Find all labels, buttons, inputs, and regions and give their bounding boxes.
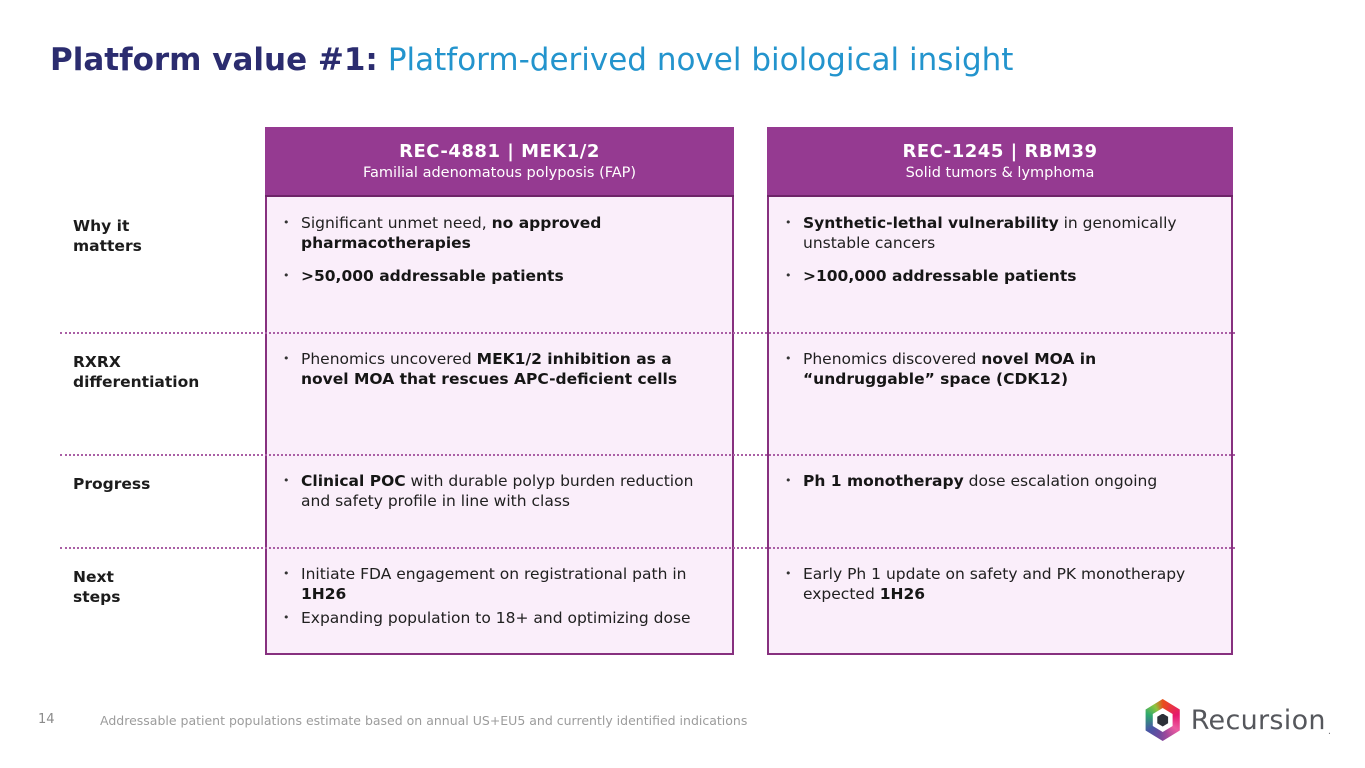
column-header-title: REC-1245 | RBM39: [902, 141, 1098, 162]
footnote: Addressable patient populations estimate…: [100, 713, 748, 728]
bullet-text: Early Ph 1 update on safety and PK monot…: [803, 565, 1186, 604]
title-emphasis: Platform value #1:: [50, 42, 378, 78]
table-cell: • Phenomics discovered novel MOA in “undr…: [769, 333, 1231, 455]
table-cell: • Early Ph 1 update on safety and PK mono…: [769, 548, 1231, 655]
bullet-text: Ph 1 monotherapy dose escalation ongoing: [803, 472, 1158, 490]
column-header-subtitle: Familial adenomatous polyposis (FAP): [362, 165, 637, 181]
bullet-item: • Phenomics uncovered MEK1/2 inhibition a…: [283, 349, 714, 390]
recursion-hexagon-icon: [1144, 699, 1182, 741]
title-rest: Platform-derived novel biological insigh…: [387, 42, 1014, 78]
bullet-icon: •: [785, 567, 792, 580]
column-body: • Significant unmet need, no approved pha…: [265, 197, 734, 655]
bullet-item: • Initiate FDA engagement on registration…: [283, 564, 714, 605]
bullet-text: Significant unmet need, no approved phar…: [301, 214, 602, 253]
row-label: Progress: [73, 475, 151, 493]
recursion-logo: Recursion .: [1144, 699, 1331, 741]
column-header-title: REC-4881 | MEK1/2: [399, 141, 600, 162]
bullet-icon: •: [785, 474, 792, 487]
column-header-subtitle: Solid tumors & lymphoma: [905, 165, 1095, 181]
row-separator: [60, 332, 1235, 334]
bullet-icon: •: [283, 216, 290, 229]
logo-trademark-dot: .: [1327, 726, 1331, 737]
program-column-rec1245: REC-1245 | RBM39 Solid tumors & lymphoma…: [767, 127, 1233, 655]
bullet-item: • Significant unmet need, no approved pha…: [283, 213, 714, 254]
row-label: RXRX differentiation: [73, 353, 200, 392]
row-label: Next steps: [73, 568, 121, 607]
bullet-text: Phenomics uncovered MEK1/2 inhibition as…: [301, 350, 678, 389]
bullet-icon: •: [283, 567, 290, 580]
column-header: REC-1245 | RBM39 Solid tumors & lymphoma: [767, 127, 1233, 197]
bullet-text: >100,000 addressable patients: [803, 266, 1077, 285]
column-body: • Synthetic-lethal vulnerability in genom…: [767, 197, 1233, 655]
page-number: 14: [38, 712, 55, 727]
bullet-text: Phenomics discovered novel MOA in “undru…: [803, 350, 1097, 389]
table-cell: • Synthetic-lethal vulnerability in genom…: [769, 197, 1231, 333]
bullet-icon: •: [785, 216, 792, 229]
bullet-icon: •: [283, 352, 290, 365]
bullet-item: • >100,000 addressable patients: [785, 266, 1213, 286]
bullet-item: • Synthetic-lethal vulnerability in genom…: [785, 213, 1213, 254]
row-separator: [60, 547, 1235, 549]
bullet-item: • Ph 1 monotherapy dose escalation ongoin…: [785, 471, 1213, 491]
column-header: REC-4881 | MEK1/2 Familial adenomatous p…: [265, 127, 734, 197]
bullet-text: Clinical POC with durable polyp burden r…: [301, 472, 694, 511]
bullet-item: • Expanding population to 18+ and optimiz…: [283, 608, 714, 628]
table-cell: • Initiate FDA engagement on registration…: [267, 548, 732, 655]
row-label: Why it matters: [73, 217, 142, 256]
bullet-text: Synthetic-lethal vulnerability in genomi…: [803, 214, 1177, 253]
bullet-item: • Clinical POC with durable polyp burden …: [283, 471, 714, 512]
bullet-icon: •: [785, 268, 792, 282]
bullet-icon: •: [283, 610, 290, 624]
bullet-item: • Phenomics discovered novel MOA in “undr…: [785, 349, 1213, 390]
bullet-text: Initiate FDA engagement on registrationa…: [301, 565, 687, 604]
bullet-icon: •: [283, 268, 290, 282]
bullet-icon: •: [283, 474, 290, 487]
table-cell: • Clinical POC with durable polyp burden …: [267, 455, 732, 548]
program-column-rec4881: REC-4881 | MEK1/2 Familial adenomatous p…: [265, 127, 734, 655]
row-separator: [60, 454, 1235, 456]
logo-wordmark: Recursion: [1190, 704, 1326, 736]
page-title: Platform value #1:Platform-derived novel…: [50, 42, 1013, 78]
table-cell: • Significant unmet need, no approved pha…: [267, 197, 732, 333]
bullet-text: Expanding population to 18+ and optimizi…: [301, 608, 691, 627]
bullet-item: • >50,000 addressable patients: [283, 266, 714, 286]
table-cell: • Phenomics uncovered MEK1/2 inhibition a…: [267, 333, 732, 455]
table-cell: • Ph 1 monotherapy dose escalation ongoin…: [769, 455, 1231, 548]
bullet-text: >50,000 addressable patients: [301, 266, 564, 285]
bullet-item: • Early Ph 1 update on safety and PK mono…: [785, 564, 1213, 605]
bullet-icon: •: [785, 352, 792, 365]
